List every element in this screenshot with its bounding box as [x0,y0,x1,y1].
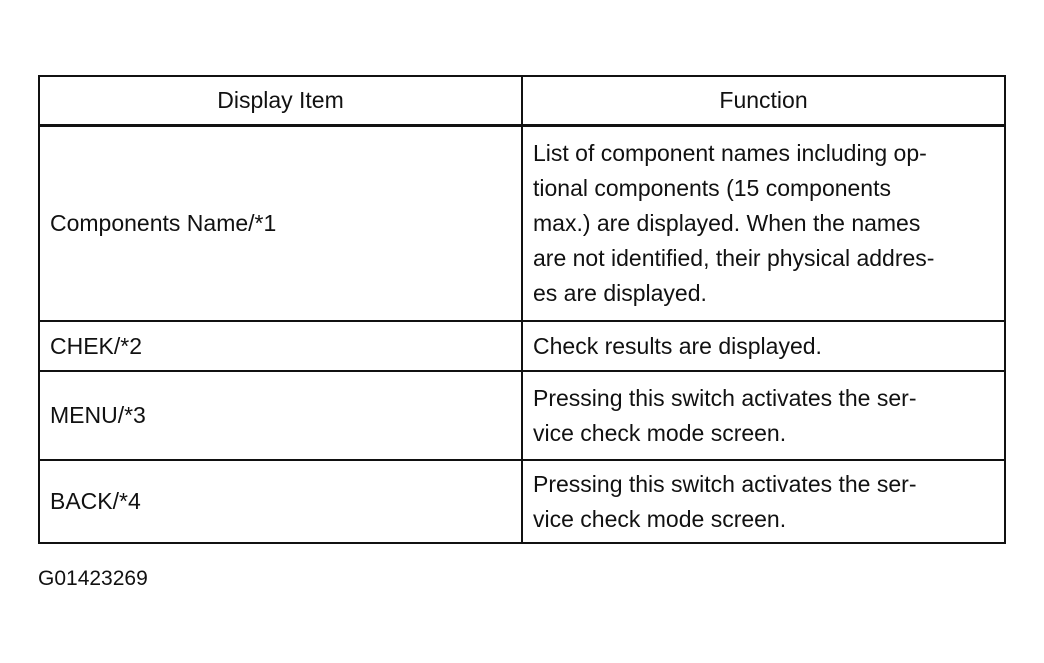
row-2-display-item: CHEK/*2 [40,322,523,372]
display-item-table: Display Item Function Components Name/*1… [38,75,1006,544]
row-4-display-item: BACK/*4 [40,461,523,542]
row-1-function: List of component names including op- ti… [523,127,1004,322]
row-3-display-item: MENU/*3 [40,372,523,461]
header-function: Function [523,77,1004,127]
header-display-item: Display Item [40,77,523,127]
row-1-display-item: Components Name/*1 [40,127,523,322]
row-4-function: Pressing this switch activates the ser- … [533,470,917,532]
figure-id: G01423269 [38,567,148,590]
row-2-function: Check results are displayed. [523,322,1004,372]
row-3-function: Pressing this switch activates the ser- … [523,372,1004,461]
